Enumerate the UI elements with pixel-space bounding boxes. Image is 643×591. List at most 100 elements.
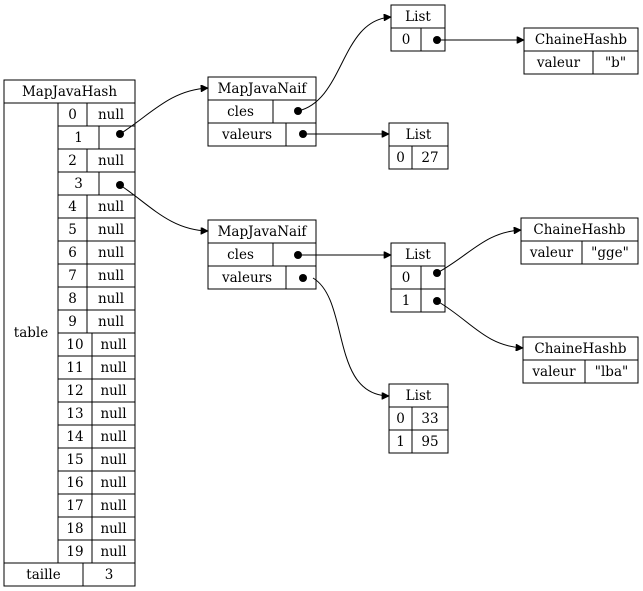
table-index-5: 5 (68, 222, 77, 238)
table-value-5: null (98, 222, 124, 238)
list-node-keys-2: List 0 1 (390, 242, 446, 313)
taille-value-cell (82, 562, 136, 587)
edges (119, 17, 524, 396)
table-index-7: 7 (68, 268, 77, 284)
edge-slot3-to-naif2 (119, 184, 208, 231)
table-value-4: null (98, 199, 124, 215)
taille-label: taille (26, 567, 60, 583)
pointer-dot-naif2-valeurs (299, 274, 307, 282)
mapjavanaif-2-cles-label: cles (227, 247, 254, 263)
edge-list2-key0-to-gge (436, 230, 521, 274)
chainehashb-node-b: ChaineHashb valeur "b" (523, 27, 639, 75)
table-index-11: 11 (66, 360, 83, 376)
list-values-1-index-0: 0 (396, 150, 405, 166)
pointer-dot-naif1-valeurs (299, 130, 307, 138)
table-index-1: 1 (74, 130, 83, 146)
table-index-3: 3 (74, 176, 83, 192)
pointer-dot-naif2-cles (294, 251, 302, 259)
list-node-values-1: List 0 27 (388, 122, 449, 170)
pointer-dots (116, 36, 441, 305)
edge-naif2-valeurs-to-list (312, 277, 389, 396)
chainehashb-gge-row (520, 240, 639, 265)
pointer-dot-list-keys-2-1 (433, 297, 441, 305)
pointer-dot-list-keys-1-0 (433, 36, 441, 44)
list-values-2-title: List (406, 388, 432, 404)
chainehashb-b-title: ChaineHashb (535, 32, 627, 48)
pointer-dot-slot-1 (116, 130, 124, 138)
table-index-19: 19 (66, 544, 83, 560)
pointer-dot-naif1-cles (294, 107, 302, 115)
table-value-15: null (100, 452, 126, 468)
table-label: table (14, 325, 48, 341)
table-index-17: 17 (66, 498, 83, 514)
list-node-values-2: List 0 33 1 95 (388, 383, 449, 454)
mapjavanaif-1-valeurs-label: valeurs (221, 127, 272, 143)
list-keys-2-title: List (405, 247, 431, 263)
table-value-13: null (100, 406, 126, 422)
table-label-cell (3, 102, 59, 564)
chainehashb-gge-value: "gge" (591, 245, 629, 261)
table-value-8: null (98, 291, 124, 307)
table-value-2: null (98, 153, 124, 169)
mapjavanaif-2-valeurs-label: valeurs (221, 270, 272, 286)
chainehashb-b-row (523, 50, 639, 75)
table-row-1 (57, 125, 136, 150)
table-value-17: null (100, 498, 126, 514)
table-value-16: null (100, 475, 126, 491)
table-value-11: null (100, 360, 126, 376)
table-value-19: null (100, 544, 126, 560)
list-keys-1-title: List (405, 9, 431, 25)
chainehashb-lba-field: valeur (531, 364, 576, 380)
chainehashb-lba-title: ChaineHashb (534, 341, 626, 357)
table-index-9: 9 (68, 314, 77, 330)
edge-slot1-to-naif1 (119, 88, 208, 135)
mapjavanaif-1-title: MapJavaNaif (218, 81, 308, 97)
mapjavanaif-2-valeurs-row (207, 265, 317, 290)
edge-list2-key1-to-lba (436, 300, 523, 348)
chainehashb-gge-title: ChaineHashb (533, 222, 625, 238)
table-index-15: 15 (66, 452, 83, 468)
edge-naif1-cles-to-list (297, 17, 391, 112)
list-keys-2-index-1: 1 (402, 293, 411, 309)
mapjavanaif-node-1: MapJavaNaif cles valeurs (207, 76, 317, 147)
chainehashb-node-lba: ChaineHashb valeur "lba" (522, 336, 639, 384)
mapjavahash-title: MapJavaHash (22, 84, 117, 100)
pointer-dot-list-keys-2-0 (433, 269, 441, 277)
taille-value: 3 (105, 567, 114, 583)
list-values-2-value-1: 95 (421, 434, 438, 450)
table-index-0: 0 (68, 107, 77, 123)
table-index-14: 14 (66, 429, 83, 445)
table-value-18: null (100, 521, 126, 537)
chainehashb-lba-row (522, 359, 639, 384)
table-value-0: null (98, 107, 124, 123)
list-values-1-title: List (406, 127, 432, 143)
table-index-6: 6 (68, 245, 77, 261)
pointer-dot-slot-3 (116, 181, 124, 189)
table-value-6: null (98, 245, 124, 261)
list-keys-1-index-0: 0 (402, 32, 411, 48)
table-value-10: null (100, 337, 126, 353)
table-value-12: null (100, 383, 126, 399)
list-values-2-index-0: 0 (396, 411, 405, 427)
chainehashb-gge-field: valeur (529, 245, 574, 261)
table-index-12: 12 (66, 383, 83, 399)
table-value-7: null (98, 268, 124, 284)
mapjavanaif-node-2: MapJavaNaif cles valeurs (207, 219, 317, 290)
table-index-10: 10 (66, 337, 83, 353)
list-values-2-row-1 (388, 429, 449, 454)
chainehashb-b-field: valeur (536, 55, 581, 71)
table-index-2: 2 (68, 153, 77, 169)
list-values-1-value-0: 27 (421, 150, 438, 166)
list-values-2-index-1: 1 (396, 434, 405, 450)
table-value-14: null (100, 429, 126, 445)
list-keys-2-row-1 (390, 288, 446, 313)
mapjavanaif-2-title: MapJavaNaif (218, 224, 308, 240)
list-node-keys-1: List 0 (390, 4, 446, 52)
table-index-18: 18 (66, 521, 83, 537)
chainehashb-node-gge: ChaineHashb valeur "gge" (520, 217, 639, 265)
list-values-2-value-0: 33 (421, 411, 438, 427)
table-index-13: 13 (66, 406, 83, 422)
